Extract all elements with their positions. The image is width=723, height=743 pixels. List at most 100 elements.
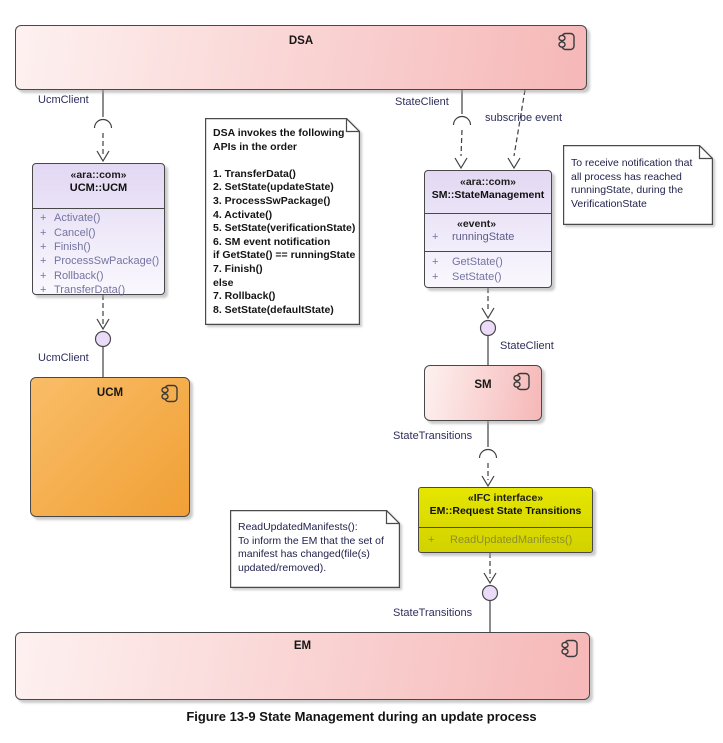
method-name: SetState() (452, 270, 502, 283)
open-arrowhead-icon (483, 572, 497, 585)
required-interface-socket-icon (93, 118, 113, 129)
open-arrowhead-icon (481, 475, 495, 488)
note-line: 1. TransferData() (213, 167, 296, 180)
component-sm: SM (424, 365, 542, 421)
note-line: DSA invokes the following (213, 127, 345, 139)
interface-stereotype: «IFC interface» (467, 492, 544, 504)
visibility-marker: + (432, 231, 439, 244)
connector-request-interface-to-em (481, 553, 499, 632)
note-line: VerificationState (571, 197, 647, 210)
note-fold-corner-icon (385, 510, 400, 525)
class-sm-statemanagement: «ara::com» SM::StateManagement «event» +… (424, 170, 552, 288)
method-row: + SetState() (425, 269, 551, 283)
method-name: Cancel() (54, 226, 96, 239)
interface-em-request-state-transitions: «IFC interface» EM::Request State Transi… (418, 487, 593, 553)
connector-statemanagement-to-sm (479, 288, 497, 365)
method-row: + TransferData() (33, 283, 164, 297)
connector-sm-to-request-interface (478, 421, 498, 488)
visibility-marker: + (40, 255, 47, 268)
note-shape (230, 510, 400, 588)
event-name: runningState (452, 231, 515, 244)
class-name: UCM::UCM (69, 182, 128, 194)
method-name: GetState() (452, 256, 503, 269)
method-name: ProcessSwPackage() (54, 255, 160, 268)
required-interface-socket-icon (452, 115, 472, 126)
note-line (213, 154, 353, 168)
note-read-updated-manifests: ReadUpdatedManifests(): To inform the EM… (230, 510, 400, 588)
visibility-marker: + (40, 269, 47, 282)
connector-dsa-to-statemanagement (452, 90, 472, 170)
note-line: To receive notification that (571, 157, 693, 169)
visibility-marker: + (40, 212, 47, 225)
visibility-marker: + (432, 270, 439, 283)
class-stereotype: «ara::com» (70, 169, 127, 181)
note-line: To inform the EM that the set of (238, 534, 384, 547)
note-line: 8. SetState(defaultState) (213, 303, 334, 316)
connector-ucmucm-to-ucm (94, 295, 112, 377)
open-arrowhead-icon (454, 157, 468, 170)
method-name: ReadUpdatedManifests() (450, 534, 573, 547)
note-shape (205, 118, 360, 325)
note-line: ReadUpdatedManifests(): (238, 521, 358, 533)
event-row: + runningState (425, 230, 551, 244)
visibility-marker: + (40, 240, 47, 253)
visibility-marker: + (428, 534, 435, 547)
provided-interface-lollipop-icon (481, 584, 499, 602)
connector-dsa-to-ucmucm (93, 90, 113, 163)
class-stereotype: «ara::com» (459, 176, 517, 188)
component-title: EM (293, 640, 312, 652)
method-name: Finish() (54, 240, 91, 253)
edge-label-state-client-interface: StateClient (500, 340, 554, 352)
note-line: runningState, during the (571, 184, 684, 197)
open-arrowhead-icon (507, 157, 521, 170)
note-line: APIs in the order (213, 140, 298, 153)
note-running-state: To receive notification that all process… (563, 145, 713, 225)
note-dsa-invocation-order: DSA invokes the following APIs in the or… (205, 118, 360, 325)
note-shape (563, 145, 713, 225)
connector-subscribe-event (507, 89, 526, 170)
required-interface-socket-icon (478, 448, 498, 459)
note-fold-corner-icon (698, 145, 713, 160)
component-dsa: DSA (15, 25, 587, 90)
note-fold-corner-icon (345, 118, 360, 133)
component-title: DSA (288, 35, 314, 47)
method-row: + Cancel() (33, 225, 164, 239)
note-line: manifest has changed(file(s) (238, 548, 370, 561)
note-line: updated/removed). (238, 561, 327, 574)
visibility-marker: + (40, 226, 47, 239)
note-line: 3. ProcessSwPackage() (213, 194, 331, 207)
edge-label-subscribe-event: subscribe event (485, 112, 563, 124)
method-name: Rollback() (54, 269, 104, 282)
open-arrowhead-icon (96, 318, 110, 331)
class-name: SM::StateManagement (431, 189, 545, 201)
edge-label-state-client-port: StateClient (395, 96, 449, 108)
component-em: EM (15, 632, 590, 700)
method-name: Activate() (54, 212, 101, 225)
note-line: all process has reached (571, 170, 682, 183)
note-line: 5. SetState(verificationState) (213, 222, 356, 235)
event-stereotype: «event» (457, 218, 497, 230)
interface-name: EM::Request State Transitions (429, 505, 582, 517)
edge-label-state-transitions-interface: StateTransitions (393, 607, 473, 619)
class-ucm-ucm: «ara::com» UCM::UCM + Activate() + Cance… (32, 163, 165, 297)
visibility-marker: + (40, 284, 47, 297)
note-line: 7. Finish() (213, 262, 263, 275)
edge-label-state-transitions-port: StateTransitions (393, 430, 473, 442)
method-row: + Finish() (33, 240, 164, 254)
method-name: TransferData() (54, 284, 126, 297)
provided-interface-lollipop-icon (479, 319, 497, 337)
note-line: else (213, 276, 234, 289)
component-icon (158, 384, 180, 409)
edge-label-ucm-client-interface: UcmClient (38, 352, 89, 364)
note-line: 2. SetState(updateState) (213, 181, 334, 194)
component-icon (510, 372, 532, 397)
note-line: 7. Rollback() (213, 290, 276, 303)
edge-label-ucm-client-port: UcmClient (38, 94, 89, 106)
note-line: 6. SM event notification (213, 235, 331, 248)
note-line: if GetState() == runningState (213, 249, 356, 262)
note-line: 4. Activate() (213, 208, 273, 221)
visibility-marker: + (432, 256, 439, 269)
component-ucm: UCM (30, 377, 190, 517)
component-icon (558, 639, 580, 664)
